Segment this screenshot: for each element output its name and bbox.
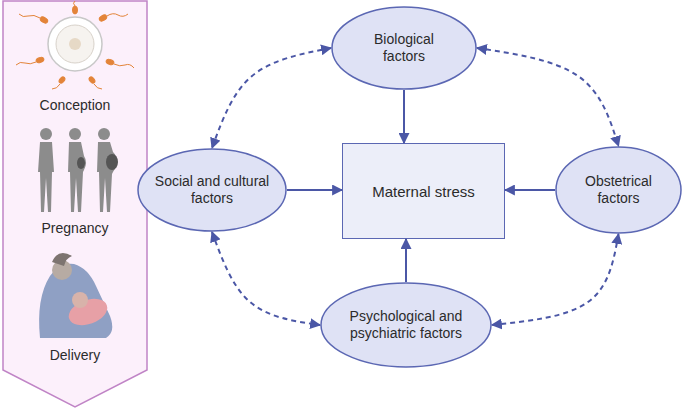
factor-ellipse: Psychological and psychiatric factors bbox=[320, 282, 492, 368]
band-outline bbox=[2, 0, 148, 408]
dashed-connector bbox=[212, 48, 331, 148]
dashed-connector bbox=[477, 48, 619, 146]
chevron-shape bbox=[3, 1, 147, 407]
dashed-connector bbox=[212, 232, 320, 325]
timeline-band: ConceptionPregnancyDelivery bbox=[2, 0, 148, 408]
ellipse-shape bbox=[138, 149, 286, 231]
factor-ellipse: Social and cultural factors bbox=[137, 148, 287, 232]
stage-label: Conception bbox=[2, 97, 148, 114]
outcome-box: Maternal stress bbox=[342, 143, 505, 239]
arrow-connector bbox=[505, 189, 555, 191]
arrow-connector bbox=[403, 90, 405, 143]
ellipse-shape bbox=[321, 283, 491, 367]
node-label: Obstetrical factors bbox=[573, 173, 665, 207]
stage-label: Delivery bbox=[2, 347, 148, 364]
arrow-connector bbox=[405, 239, 407, 282]
ellipse-shape bbox=[332, 7, 476, 89]
dashed-connector bbox=[492, 234, 619, 325]
factor-ellipse: Obstetrical factors bbox=[555, 146, 682, 234]
node-label: Social and cultural factors bbox=[153, 173, 271, 207]
factor-ellipse: Biological factors bbox=[331, 6, 477, 90]
ellipse-shape bbox=[556, 147, 681, 233]
stage-label: Pregnancy bbox=[2, 220, 148, 237]
node-label: Psychological and psychiatric factors bbox=[336, 308, 476, 342]
node-label: Maternal stress bbox=[372, 183, 475, 200]
node-label: Biological factors bbox=[358, 31, 450, 65]
arrow-connector bbox=[287, 189, 342, 191]
